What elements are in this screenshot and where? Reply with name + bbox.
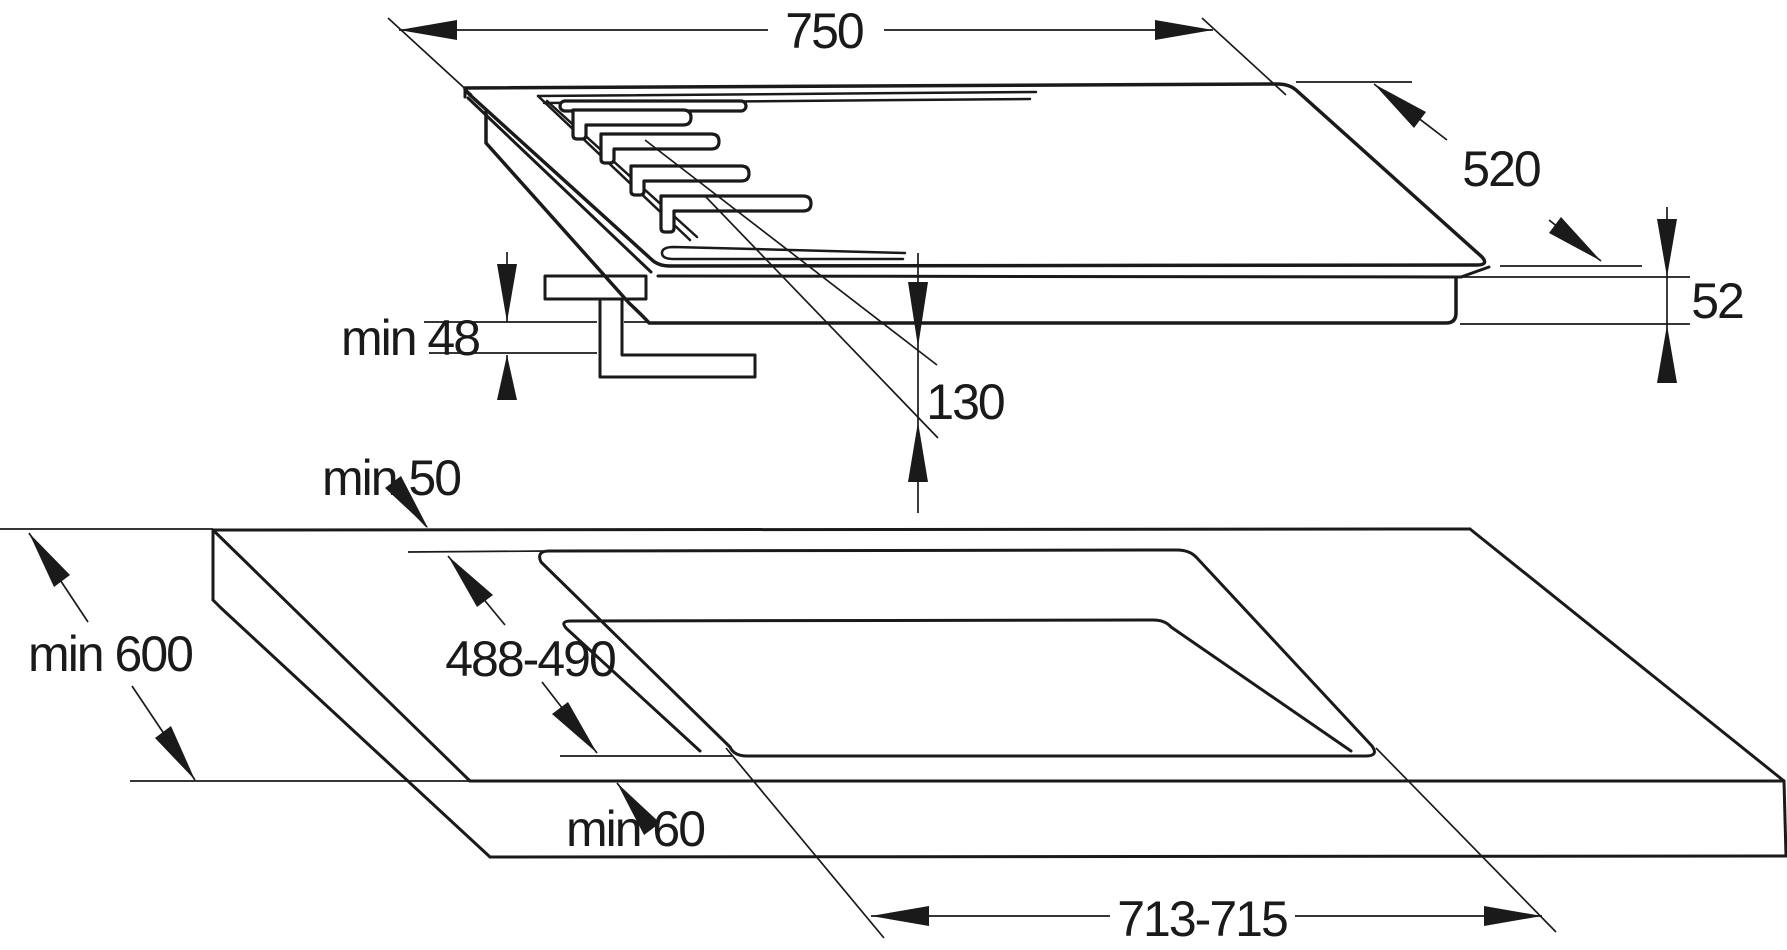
arrow-min48-top (497, 264, 517, 322)
ext-line-750-right (1201, 17, 1287, 96)
worktop-front-bottom-edge (488, 854, 1787, 859)
bracket-foot (598, 297, 757, 379)
worktop-left-edge (211, 528, 472, 783)
arrow-750-left (399, 20, 457, 40)
arrow-min48-bottom (497, 355, 517, 400)
pan-support-comb-2 (599, 132, 721, 165)
dim-label-520: 520 (1462, 141, 1540, 197)
dim-label-750: 750 (785, 3, 863, 59)
dim-label-min48: min 48 (341, 310, 479, 366)
arrow-130-top (908, 282, 928, 347)
arrow-52-bottom (1657, 325, 1677, 383)
ext-line-713-left (725, 747, 885, 939)
arrow-488-top (448, 556, 493, 607)
dim-label-min600: min 600 (28, 626, 192, 682)
arrow-520-top (1374, 84, 1426, 128)
glass-right-tip-wedge (1459, 265, 1491, 279)
burner-tray (536, 90, 1038, 261)
worktop-right-edge (1468, 527, 1786, 783)
dim-label-min50: min 50 (322, 450, 460, 506)
burner-leader-line-1 (644, 139, 938, 366)
worktop-left-bevel (211, 598, 223, 610)
dim-label-488-490: 488-490 (445, 631, 615, 687)
hob-body-outline (484, 110, 1458, 325)
pan-support-comb-3 (629, 164, 751, 197)
arrow-750-right (1155, 20, 1213, 40)
dim-label-713-715: 713-715 (1117, 891, 1287, 947)
tray-back-rim-outer (536, 90, 1038, 98)
mounting-bracket (543, 274, 757, 379)
arrow-520-bottom (1549, 217, 1601, 261)
pan-support-comb-4 (659, 194, 813, 234)
burner-leader-line-2 (704, 195, 939, 439)
glass-front-face-bottom (656, 274, 1463, 279)
arrow-488-bottom (552, 702, 597, 753)
arrow-min600-bottom (155, 726, 195, 780)
arrow-713-right (1484, 906, 1542, 926)
ext-line-713-right (1375, 747, 1557, 933)
arrow-713-left (871, 906, 929, 926)
worktop-bottom-left-edge (219, 606, 492, 859)
cutout-inner-wall (562, 618, 1353, 753)
bracket-top-bar (543, 274, 648, 301)
ext-line-750-left (387, 17, 473, 96)
hob-glass-outline (463, 82, 1487, 268)
cutout-rim (538, 548, 1376, 758)
pan-support-comb-1 (571, 108, 693, 141)
arrow-min50 (385, 476, 428, 528)
arrow-130-bottom (908, 422, 928, 482)
tray-front-rim (660, 245, 907, 261)
dim-label-130: 130 (926, 374, 1004, 430)
arrow-min600-top (29, 533, 70, 587)
worktop-back-edge (211, 527, 1472, 532)
hob-top-view (463, 82, 1491, 439)
upper-dimensions: 750 520 52 min 48 130 (341, 3, 1745, 513)
worktop-view (0, 527, 1787, 859)
worktop-right-face (1782, 779, 1787, 858)
lower-dimensions: min 50 min 600 488-490 min 60 713-715 (28, 450, 1557, 947)
dim-label-52: 52 (1691, 273, 1743, 329)
glass-left-face-edge (466, 96, 653, 274)
arrow-min60 (617, 783, 660, 835)
dim-label-min60: min 60 (566, 801, 704, 857)
ext-line-488-top (407, 550, 550, 553)
arrow-52-top (1657, 219, 1677, 277)
